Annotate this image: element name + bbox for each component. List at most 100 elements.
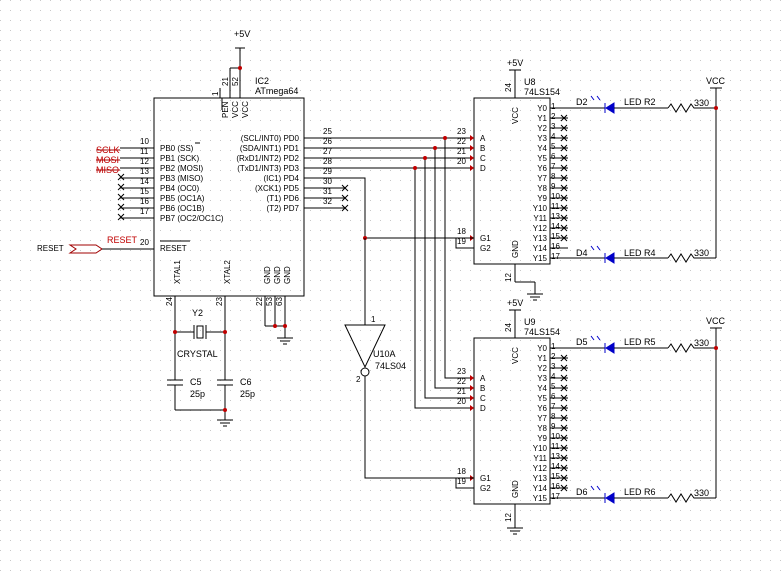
mcu-pin-num: 52	[231, 77, 240, 86]
decoder-pin-num: 21	[457, 147, 466, 156]
decoder-output-name: Y15	[533, 254, 548, 263]
mcu-pin-num: 17	[140, 207, 149, 216]
vcc-label: VCC	[706, 76, 726, 86]
resistor-r4	[667, 253, 716, 263]
decoder-output-num: 6	[551, 152, 556, 161]
decoder-output-num: 7	[551, 162, 556, 171]
mcu-pin-num: 11	[140, 147, 149, 156]
mcu-pin-name: GND	[273, 266, 282, 284]
decoder-pin-num: 22	[457, 377, 466, 386]
vcc-label: VCC	[706, 316, 726, 326]
mcu-supply-label: +5V	[234, 29, 250, 39]
mcu-pin-name: PB6 (OC1B)	[160, 204, 205, 213]
mcu-pin-name: (SDA/INT1) PD1	[240, 144, 300, 153]
decoder-output-name: Y14	[533, 484, 548, 493]
decoder-pin-num: 19	[457, 237, 466, 246]
decoder-input-name: C	[480, 154, 486, 163]
crystal-ref: Y2	[192, 308, 203, 318]
led-label: LED R6	[624, 487, 656, 497]
decoder-output-num: 10	[551, 192, 560, 201]
mcu-pin-name: PEN	[221, 101, 230, 118]
decoder-input-name: D	[480, 404, 486, 413]
reset-port-label: RESET	[37, 244, 64, 253]
decoder-output-num: 11	[551, 202, 560, 211]
decoder-output-name: Y7	[537, 174, 547, 183]
mcu-body	[153, 97, 305, 297]
enable-wiring: 1 2 U10A 74LS04	[344, 177, 474, 479]
mcu-pin-name: PB2 (MOSI)	[160, 164, 203, 173]
decoder-part: 74LS154	[524, 327, 560, 337]
decoder-output-name: Y9	[537, 434, 547, 443]
mcu-pin-name: XTAL2	[223, 260, 232, 284]
led-d6-branch: D6 LED R6 330	[568, 485, 716, 504]
decoder-output-name: Y4	[537, 384, 547, 393]
decoder-body	[473, 97, 551, 265]
decoder-output-name: Y9	[537, 194, 547, 203]
decoder-gate-name: G2	[480, 244, 491, 253]
mcu-pin-name: VCC	[231, 101, 240, 118]
decoder-output-num: 15	[551, 472, 560, 481]
decoder-output-name: Y15	[533, 494, 548, 503]
mcu-pin-num: 22	[255, 297, 264, 306]
mcu-pin-num: 10	[140, 137, 149, 146]
decoder-output-name: Y1	[537, 114, 547, 123]
decoder-output-name: Y11	[533, 214, 547, 223]
mcu-pin-num: 26	[323, 137, 332, 146]
decoder-input-name: B	[480, 384, 485, 393]
decoder-output-num: 14	[551, 222, 560, 231]
decoder-output-name: Y2	[537, 364, 547, 373]
decoder-output-name: Y14	[533, 244, 548, 253]
mcu-pin-name: PB4 (OC0)	[160, 184, 199, 193]
decoder-output-name: Y7	[537, 414, 547, 423]
decoder-output-num: 4	[551, 372, 556, 381]
cap-value: 25p	[190, 389, 205, 399]
decoder-gate-name: G2	[480, 484, 491, 493]
decoder-output-num: 14	[551, 462, 560, 471]
decoder-output-num: 13	[551, 212, 560, 221]
decoder-pin-num: 21	[457, 387, 466, 396]
decoder-outputs: Y0 Y1 Y2 Y3 Y4 Y5 Y6 Y7 Y8 Y9 Y10 Y11 Y1…	[533, 342, 568, 503]
decoder-output-num: 6	[551, 392, 556, 401]
decoder-output-name: Y12	[533, 464, 548, 473]
resistor-value: 330	[694, 488, 709, 498]
net-label-sclk: SCLK	[96, 145, 120, 155]
decoder-output-num: 16	[551, 242, 560, 251]
decoder-output-num: 3	[551, 362, 556, 371]
decoder-pin-num: 18	[457, 467, 466, 476]
mcu-pin-num: 28	[323, 157, 332, 166]
decoder-output-name: Y5	[537, 154, 547, 163]
decoder-output-num: 5	[551, 142, 556, 151]
decoder-pin-num: 18	[457, 227, 466, 236]
decoder-pin-num: 20	[457, 397, 466, 406]
mcu-pin-num: 21	[221, 77, 230, 86]
led-label: LED R4	[624, 248, 656, 258]
mcu-pin-num: 20	[140, 238, 149, 247]
decoder-u8: U8 74LS154 +5V 24 VCC GND 12 A B C D 23 …	[455, 58, 568, 301]
mcu-pin-num: 12	[140, 157, 149, 166]
decoder-output-num: 16	[551, 482, 560, 491]
mcu-pin-name: (T1) PD6	[267, 194, 300, 203]
vcc-rail-bottom: VCC	[706, 316, 726, 498]
mcu-pin-name: (XCK1) PD5	[255, 184, 300, 193]
inverter-pin-num: 2	[356, 375, 361, 384]
mcu-pin-name: (IC1) PD4	[263, 174, 299, 183]
decoder-pin-num: 12	[504, 273, 513, 282]
mcu-pin-num: 1	[211, 91, 220, 96]
mcu-pin-num: 63	[275, 297, 284, 306]
mcu-pin-name: PB3 (MISO)	[160, 174, 203, 183]
decoder-output-name: Y6	[537, 404, 547, 413]
decoder-pin-name: VCC	[511, 107, 520, 124]
decoder-body	[473, 337, 551, 505]
decoder-outputs: Y0 Y1 Y2 Y3 Y4 Y5 Y6 Y7 Y8 Y9 Y10 Y11 Y1…	[533, 102, 568, 263]
decoder-ref: U8	[524, 77, 536, 87]
decoder-output-name: Y13	[533, 474, 548, 483]
decoder-pin-num: 12	[504, 513, 513, 522]
ground-symbol	[507, 527, 523, 535]
mcu-pin-num: 24	[165, 297, 174, 306]
decoder-output-num: 9	[551, 422, 556, 431]
reset-port-symbol	[68, 244, 103, 254]
capacitor-c6: C6 25p	[217, 377, 255, 420]
mcu-pin-name: (T2) PD7	[267, 204, 300, 213]
